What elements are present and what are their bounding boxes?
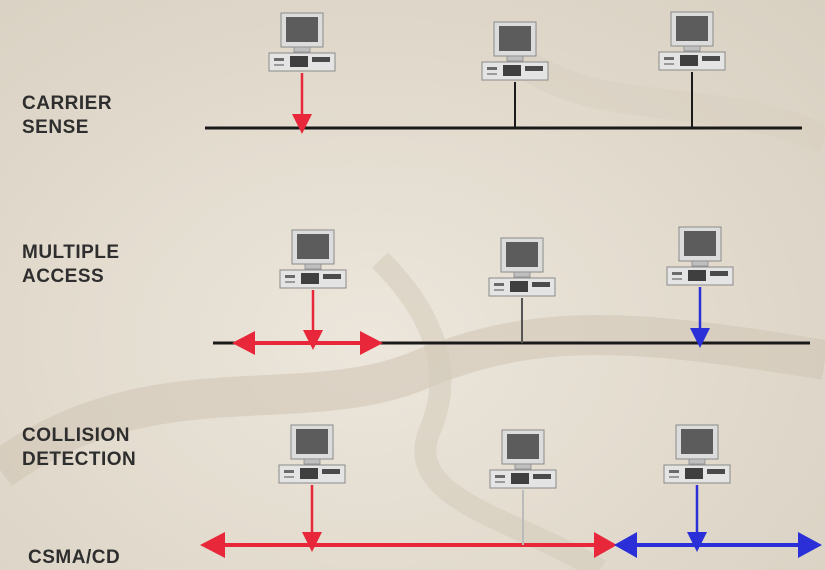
arrow-right-icon [360, 331, 383, 355]
collision-detection-line1: COLLISION [22, 425, 130, 446]
desktop-computer-icon [279, 229, 347, 289]
desktop-computer-icon [268, 12, 336, 72]
arrow-right-icon [798, 532, 822, 558]
desktop-computer-icon [278, 424, 346, 484]
desktop-computer-icon [658, 11, 726, 71]
desktop-computer-icon [488, 237, 556, 297]
arrow-down-icon [690, 328, 710, 348]
carrier-sense-label: CARRIER SENSE [22, 92, 112, 140]
arrow-down-icon [292, 114, 312, 134]
carrier-sense-line1: CARRIER [22, 93, 113, 114]
multiple-access-line1: MULTIPLE [22, 242, 120, 263]
carrier-sense-row [205, 11, 802, 134]
collision-detection-line2: DETECTION [22, 449, 137, 470]
csma-cd-label: CSMA/CD [28, 547, 121, 568]
desktop-computer-icon [489, 429, 557, 489]
desktop-computer-icon [663, 424, 731, 484]
desktop-computer-icon [481, 21, 549, 81]
arrow-down-icon [302, 532, 322, 552]
arrow-down-icon [303, 330, 323, 350]
arrow-right-icon [594, 532, 617, 558]
multiple-access-row [213, 226, 810, 355]
multiple-access-label: MULTIPLE ACCESS [22, 241, 120, 289]
multiple-access-line2: ACCESS [22, 266, 105, 287]
desktop-computer-icon [666, 226, 734, 286]
carrier-sense-line2: SENSE [22, 117, 89, 138]
arrow-left-icon [232, 331, 255, 355]
arrow-left-icon [614, 532, 637, 558]
collision-detection-label: COLLISION DETECTION [22, 424, 136, 472]
arrow-down-icon [687, 532, 707, 552]
arrow-left-icon [200, 532, 225, 558]
collision-detection-row [200, 424, 822, 558]
